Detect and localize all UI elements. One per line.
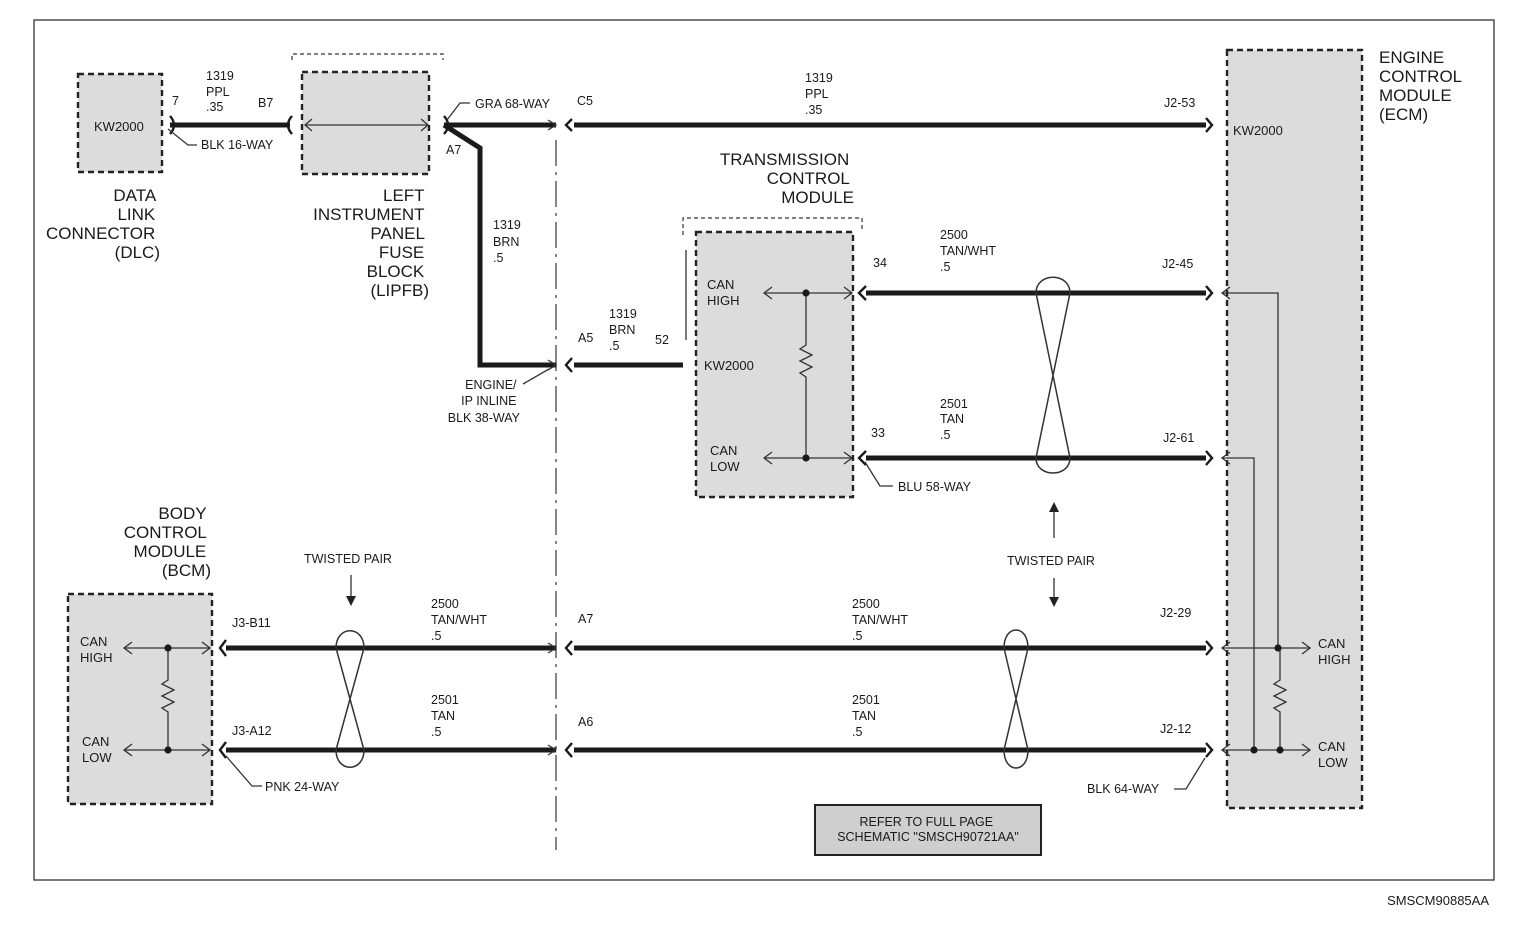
pin-ecm-j2-45: J2-45 bbox=[1162, 257, 1193, 271]
pin-c5: C5 bbox=[577, 94, 593, 108]
pin-inline-a6: A6 bbox=[578, 715, 593, 729]
pin-tcm-33: 33 bbox=[871, 426, 885, 440]
wire-label-tcm-low: 2501 TAN .5 bbox=[940, 397, 971, 442]
c5-connector bbox=[564, 118, 573, 132]
wire-label-brn-vertical: 1319 BRN .5 bbox=[493, 218, 524, 265]
pin-lipfb-b7: B7 bbox=[258, 96, 273, 110]
tcm-termination-resistor bbox=[798, 293, 814, 458]
twisted-pair-right-arrow-up bbox=[1049, 502, 1059, 512]
gra68-leader bbox=[446, 102, 470, 121]
twisted-pair-right-arrow-down bbox=[1049, 597, 1059, 607]
pin-ecm-j2-12: J2-12 bbox=[1160, 722, 1191, 736]
pin-ecm-j2-53: J2-53 bbox=[1164, 96, 1195, 110]
twisted-pair-left-label: TWISTED PAIR bbox=[304, 552, 392, 566]
wire-label-brn-tcm: 1319 BRN .5 bbox=[609, 307, 640, 353]
ecm-j2-53-connector bbox=[1205, 117, 1214, 133]
tcm-bracket bbox=[682, 217, 863, 235]
pin-a5: A5 bbox=[578, 331, 593, 345]
bcm-j3-b11-connector bbox=[218, 639, 227, 657]
note-box bbox=[814, 804, 1042, 856]
ecm-name: ENGINE CONTROL MODULE (ECM) bbox=[1379, 48, 1466, 124]
connector-blk64: BLK 64-WAY bbox=[1087, 782, 1160, 796]
ecm-j2-45-connector bbox=[1205, 285, 1214, 301]
blk16-leader bbox=[167, 128, 197, 146]
connector-engine-ip: ENGINE/ IP INLINE BLK 38-WAY bbox=[448, 378, 521, 425]
pin-ecm-j2-29: J2-29 bbox=[1160, 606, 1191, 620]
dlc-connector bbox=[169, 115, 176, 135]
inline-a7-connector bbox=[564, 640, 573, 656]
twist-bcm-pair bbox=[335, 630, 365, 768]
blu58-leader bbox=[864, 461, 893, 487]
pin-bcm-j3-a12: J3-A12 bbox=[232, 724, 272, 738]
tcm-can-high-label: CAN HIGH bbox=[707, 277, 740, 308]
ecm-can-low-label: CAN LOW bbox=[1318, 739, 1349, 770]
ecm-j2-12-connector bbox=[1205, 742, 1214, 758]
tcm-34-connector bbox=[857, 285, 867, 301]
engine-ip-leader bbox=[522, 368, 550, 385]
lipfb-box bbox=[300, 70, 431, 176]
wire-label-bcm-high: 2500 TAN/WHT .5 bbox=[431, 597, 490, 643]
note-text: REFER TO FULL PAGE SCHEMATIC "SMSCH90721… bbox=[837, 815, 1019, 844]
dlc-box bbox=[76, 72, 164, 174]
wire-label-mid-low: 2501 TAN .5 bbox=[852, 693, 883, 739]
bcm-can-low-label: CAN LOW bbox=[82, 734, 113, 765]
bcm-termination-resistor bbox=[160, 648, 176, 750]
ecm-j2-61-connector bbox=[1205, 450, 1214, 466]
pin-tcm-52: 52 bbox=[655, 333, 669, 347]
wire-label-mid-high: 2500 TAN/WHT .5 bbox=[852, 597, 911, 643]
ecm-can-high-label: CAN HIGH bbox=[1318, 636, 1351, 667]
diagram-frame bbox=[33, 19, 1495, 881]
connector-gra68: GRA 68-WAY bbox=[475, 97, 551, 111]
twist-ecm-pair bbox=[1003, 629, 1029, 769]
inline-a6-connector bbox=[564, 742, 573, 758]
tcm-33-connector bbox=[857, 450, 867, 466]
bcm-j3-a12-connector bbox=[218, 741, 227, 759]
tcm-box bbox=[694, 230, 855, 499]
tcm-name: TRANSMISSION CONTROL MODULE bbox=[720, 150, 854, 207]
pin-tcm-34: 34 bbox=[873, 256, 887, 270]
pnk24-leader bbox=[225, 755, 262, 787]
bcm-name: BODY CONTROL MODULE (BCM) bbox=[124, 504, 211, 580]
twisted-pair-right-label: TWISTED PAIR bbox=[1007, 554, 1095, 568]
wire-brn-vertical bbox=[442, 122, 556, 368]
pin-inline-a7: A7 bbox=[578, 612, 593, 626]
connector-pnk24: PNK 24-WAY bbox=[265, 780, 340, 794]
bcm-box bbox=[66, 592, 214, 806]
pin-ecm-j2-61: J2-61 bbox=[1163, 431, 1194, 445]
ecm-termination-resistor bbox=[1272, 648, 1288, 750]
lipfb-bracket bbox=[291, 53, 444, 60]
ecm-box bbox=[1225, 48, 1364, 810]
tcm-kw2000: KW2000 bbox=[704, 358, 754, 373]
wire-label-tcm-high: 2500 TAN/WHT .5 bbox=[940, 228, 999, 274]
wire-label-dlc-lipfb: 1319 PPL .35 bbox=[206, 69, 237, 114]
pin-lipfb-a7: A7 bbox=[446, 143, 461, 157]
wire-label-bcm-low: 2501 TAN .5 bbox=[431, 693, 462, 739]
wire-label-ecm-kw: 1319 PPL .35 bbox=[805, 71, 836, 117]
ecm-j2-29-connector bbox=[1205, 640, 1214, 656]
twisted-pair-left-arrow bbox=[346, 596, 356, 606]
a5-connector bbox=[564, 357, 573, 373]
pin-dlc-7: 7 bbox=[172, 94, 179, 108]
dlc-kw2000: KW2000 bbox=[94, 119, 144, 134]
dlc-name: DATA LINK CONNECTOR (DLC) bbox=[46, 186, 160, 262]
bcm-can-high-label: CAN HIGH bbox=[80, 634, 113, 665]
connector-blu58: BLU 58-WAY bbox=[898, 480, 972, 494]
pin-bcm-j3-b11: J3-B11 bbox=[232, 616, 271, 630]
connector-blk16: BLK 16-WAY bbox=[201, 138, 274, 152]
twist-tcm-pair bbox=[1035, 276, 1071, 474]
lipfb-name: LEFT INSTRUMENT PANEL FUSE BLOCK (LIPFB) bbox=[313, 186, 429, 300]
tcm-can-low-label: CAN LOW bbox=[710, 443, 741, 474]
blk64-leader bbox=[1174, 757, 1206, 790]
figure-id: SMSCM90885AA bbox=[1387, 893, 1489, 908]
ecm-kw2000: KW2000 bbox=[1233, 123, 1283, 138]
lipfb-b7-connector bbox=[286, 115, 293, 135]
